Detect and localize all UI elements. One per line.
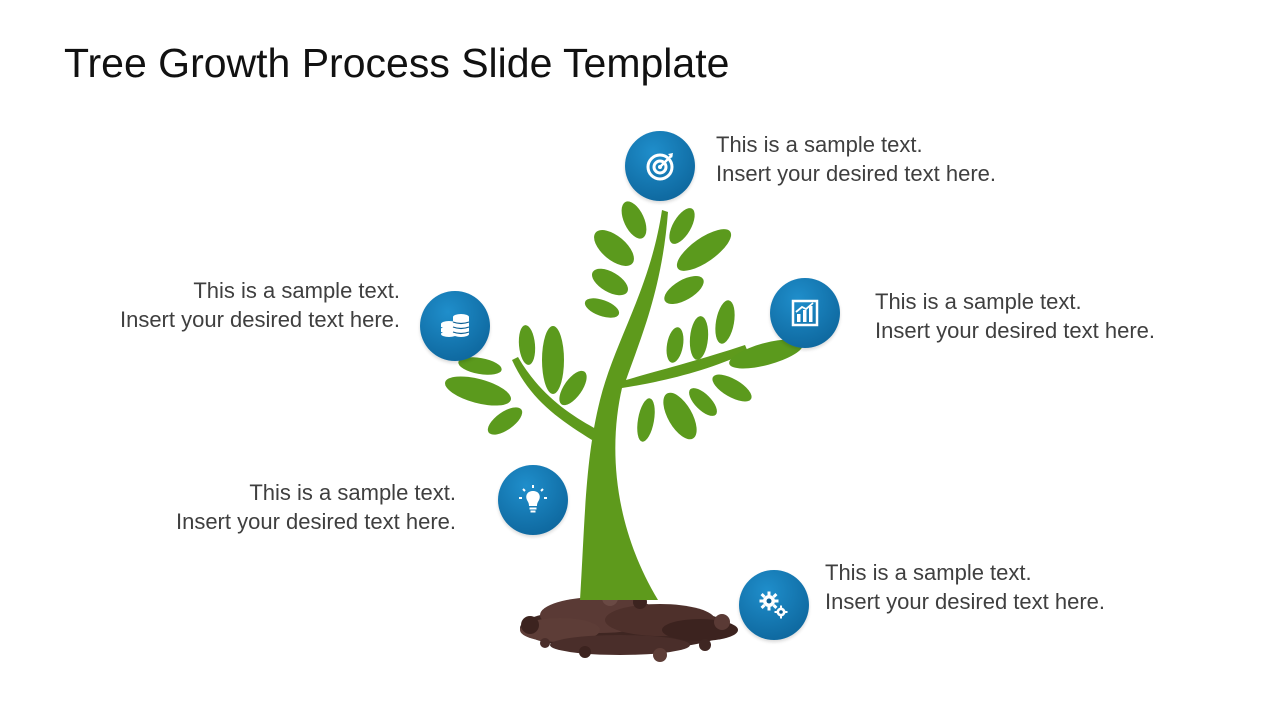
item-line1: This is a sample text. [716, 132, 923, 157]
gears-icon-circle [739, 570, 809, 640]
item-text-coins: This is a sample text. Insert your desir… [120, 276, 400, 334]
coins-icon [441, 314, 470, 337]
item-line2: Insert your desired text here. [716, 161, 997, 186]
item-line2: Insert your desired text here. [825, 589, 1106, 614]
slide-title: Tree Growth Process Slide Template [64, 40, 730, 86]
item-line1: This is a sample text. [875, 289, 1082, 314]
target-icon [646, 153, 674, 181]
item-text-bar-chart: This is a sample text. Insert your desir… [875, 287, 1155, 345]
bar-chart-icon [791, 299, 819, 327]
tree-trunk [512, 210, 748, 600]
coins-icon-circle [420, 291, 490, 361]
item-line2: Insert your desired text here. [119, 307, 400, 332]
item-line1: This is a sample text. [249, 480, 456, 505]
item-text-lightbulb: This is a sample text. Insert your desir… [176, 478, 456, 536]
item-text-target: This is a sample text. Insert your desir… [716, 130, 996, 188]
gears-icon [759, 591, 788, 619]
target-icon-circle [625, 131, 695, 201]
bar-chart-icon-circle [770, 278, 840, 348]
tree-leaves [445, 201, 803, 442]
lightbulb-icon [519, 485, 547, 513]
item-text-gears: This is a sample text. Insert your desir… [825, 558, 1105, 616]
item-line2: Insert your desired text here. [175, 509, 456, 534]
lightbulb-icon-circle [498, 465, 568, 535]
item-line1: This is a sample text. [193, 278, 400, 303]
soil-mound [520, 590, 738, 662]
item-line1: This is a sample text. [825, 560, 1032, 585]
item-line2: Insert your desired text here. [875, 318, 1156, 343]
